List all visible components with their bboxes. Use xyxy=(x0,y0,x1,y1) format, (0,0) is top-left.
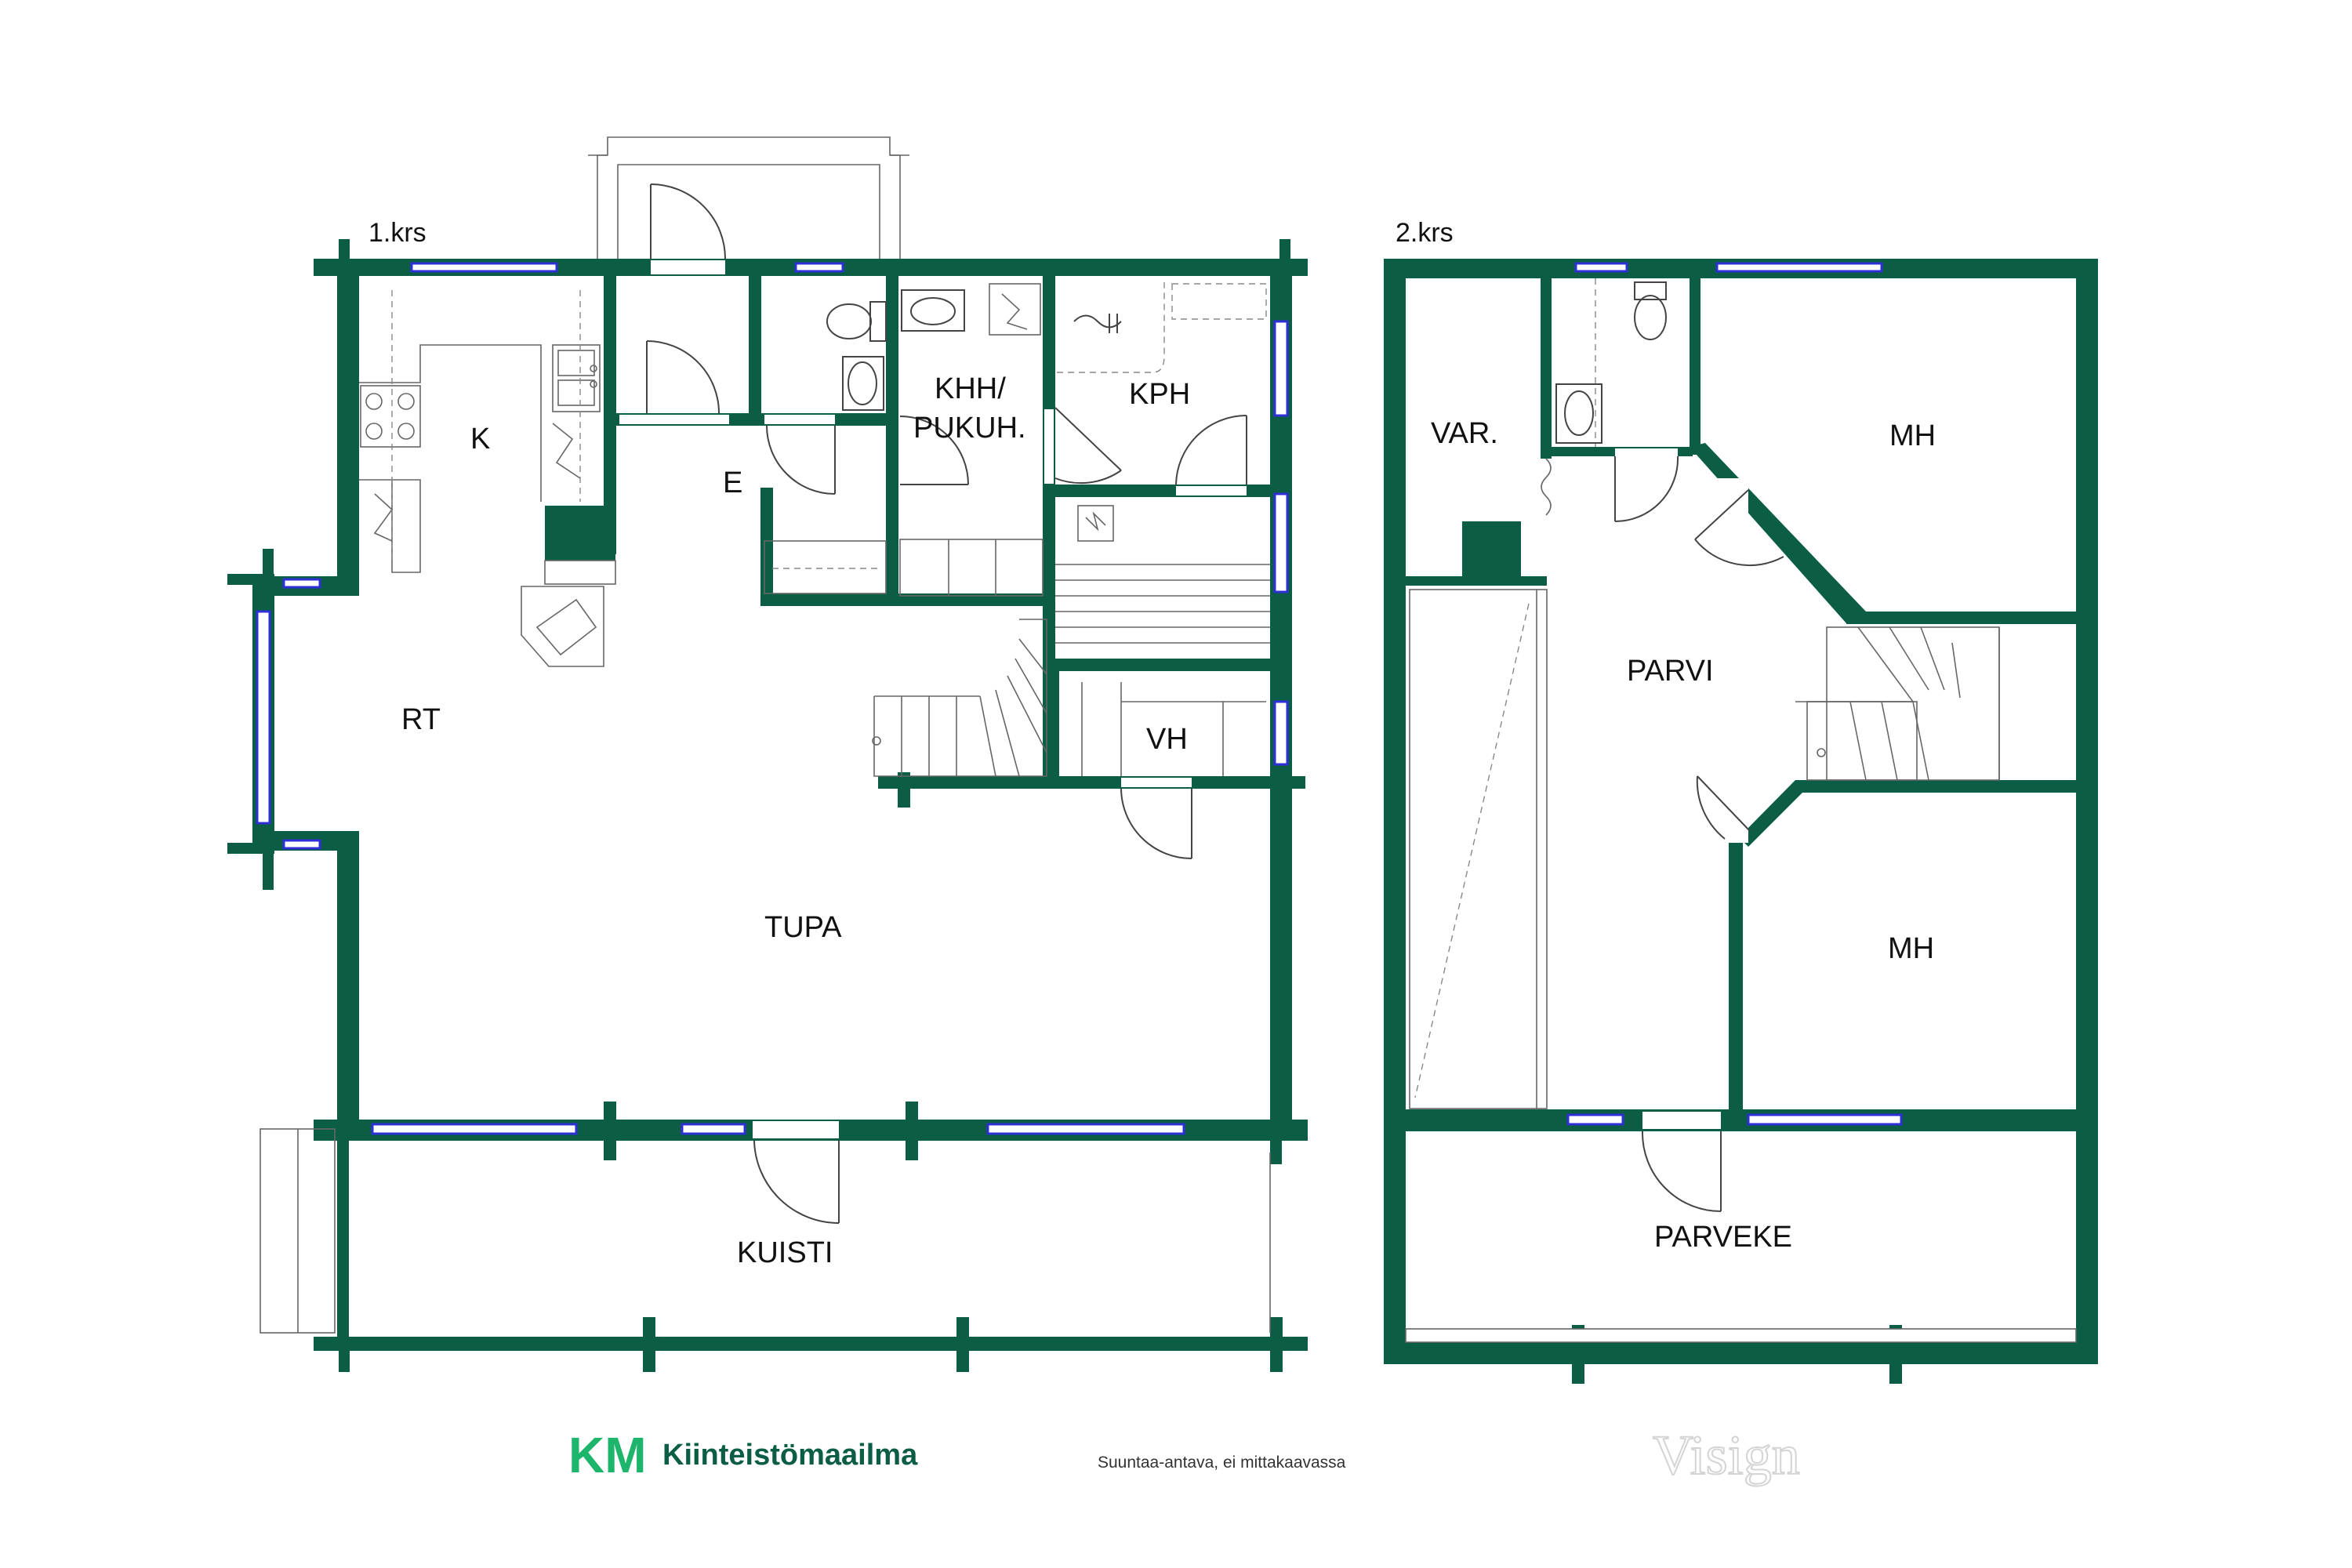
room-label-parvi: PARVI xyxy=(1627,655,1714,688)
upper-toilet-icon xyxy=(1634,281,1667,340)
wc-fixtures xyxy=(826,283,1044,597)
second-floor-labels: 2.krs VAR. MH PARVI MH PARVEKE xyxy=(1396,218,1936,1254)
room-label-kuisti: KUISTI xyxy=(737,1236,833,1269)
room-label-khh: KHH/ xyxy=(935,372,1006,405)
disclaimer-text: Suuntaa-antava, ei mittakaavassa xyxy=(1098,1454,1346,1472)
hall-shelf xyxy=(764,540,887,594)
stove-icon xyxy=(360,385,421,448)
first-floor-doors xyxy=(646,183,1247,1224)
shower-icon xyxy=(1073,314,1122,333)
dryer-icon xyxy=(989,283,1041,336)
dishwasher-icon xyxy=(552,423,581,479)
kitchen-fixtures xyxy=(359,290,601,573)
eaves-storage xyxy=(1409,589,1548,1109)
brand-mark: KM xyxy=(568,1427,647,1483)
second-floor: 2.krs VAR. MH PARVI MH PARVEKE xyxy=(1384,218,2098,1384)
brand-name: Kiinteistömaailma xyxy=(662,1439,918,1472)
room-label-parveke: PARVEKE xyxy=(1654,1221,1792,1254)
utility-sink-icon xyxy=(901,289,965,332)
first-floor-labels: 1.krs K E KHH/ PUKUH. KPH RT VH TUPA KUI… xyxy=(368,218,1190,1269)
toilet-icon xyxy=(826,301,887,342)
room-label-e: E xyxy=(723,466,742,499)
kitchen-sink-icon xyxy=(552,344,601,412)
fridge-icon xyxy=(373,493,394,542)
upper-washbasin-icon xyxy=(1555,383,1602,444)
second-floor-walls xyxy=(1384,259,2098,1384)
balcony-beam xyxy=(1405,1328,2077,1343)
room-label-var: VAR. xyxy=(1431,417,1498,450)
washbasin-icon xyxy=(842,356,884,411)
footer: KM Kiinteistömaailma Suuntaa-antava, ei … xyxy=(568,1423,1801,1487)
upper-wc-fixtures xyxy=(1541,278,1667,516)
room-label-k: K xyxy=(470,423,490,456)
room-label-mh-top: MH xyxy=(1889,419,1936,452)
first-floor-stairs xyxy=(872,619,1047,777)
room-label-tupa: TUPA xyxy=(764,911,842,944)
first-floor: 1.krs K E KHH/ PUKUH. KPH RT VH TUPA KUI… xyxy=(227,136,1308,1372)
floor-label-first: 1.krs xyxy=(368,218,426,248)
room-label-rt: RT xyxy=(401,703,441,736)
room-label-pukuh: PUKUH. xyxy=(913,412,1026,445)
first-floor-door-openings xyxy=(619,260,1247,1138)
second-floor-stairs xyxy=(1795,626,2000,781)
fireplace-icon xyxy=(521,560,616,667)
shower-fixtures xyxy=(1057,282,1267,373)
entrance-canopy xyxy=(588,136,909,259)
watermark-visign: Visign xyxy=(1653,1424,1800,1486)
second-floor-door-openings xyxy=(1615,448,1748,1129)
room-label-kph: KPH xyxy=(1129,378,1190,411)
vh-shelves xyxy=(1081,682,1266,776)
second-floor-doors xyxy=(1614,456,1784,1212)
porch-steps xyxy=(260,1128,1271,1334)
room-label-mh-bottom: MH xyxy=(1888,932,1934,965)
first-floor-windows xyxy=(256,262,1289,1135)
khh-cabinets xyxy=(899,539,1044,597)
sauna-benches xyxy=(1055,505,1270,644)
floor-label-second: 2.krs xyxy=(1396,218,1454,248)
brand-logo: KM Kiinteistömaailma xyxy=(568,1427,918,1483)
second-floor-windows xyxy=(1566,262,1903,1126)
room-label-vh: VH xyxy=(1146,723,1188,756)
